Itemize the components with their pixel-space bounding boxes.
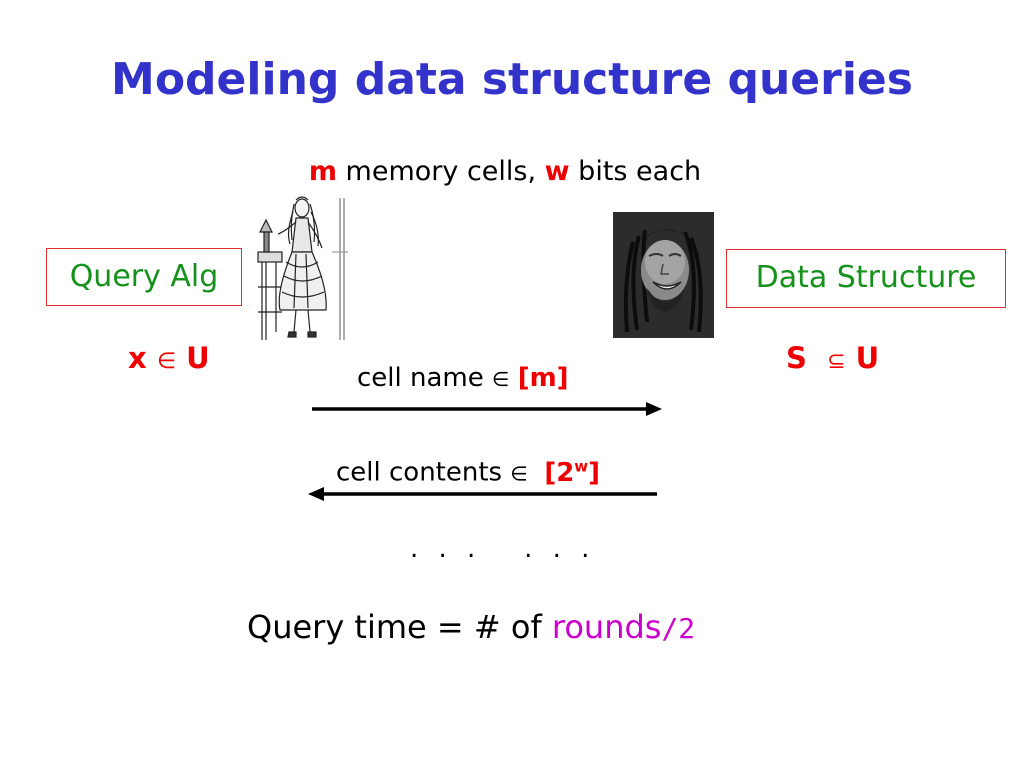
cell-contents-label: cell contents — [336, 457, 511, 488]
cell-contents-message: cell contents ∈ [2w] — [336, 449, 600, 491]
query-time-formula: Query time = # of rounds/2 — [247, 605, 695, 651]
cell-contents-range: [2w] — [544, 457, 601, 488]
universe-set: U — [186, 341, 210, 375]
alice-illustration — [256, 192, 348, 342]
universe-set: U — [855, 341, 880, 375]
query-algorithm-box: Query Alg — [46, 248, 242, 306]
subset-symbol: ⊆ — [827, 349, 846, 374]
w-variable: w — [544, 156, 570, 187]
cell-contents-exponent: w — [574, 457, 589, 475]
left-arrowhead — [308, 487, 324, 501]
cell-name-label: cell name — [357, 363, 493, 393]
data-structure-box: Data Structure — [726, 249, 1006, 308]
data-domain: S ⊆ U — [786, 340, 879, 380]
rounds-divisor: /2 — [661, 612, 696, 645]
bob-marley-photo — [613, 212, 714, 338]
query-domain: x ∈ U — [128, 340, 210, 380]
query-time-prefix: Query time = # of — [247, 608, 552, 646]
element-of-symbol: ∈ — [510, 461, 528, 486]
query-variable: x — [128, 341, 147, 375]
memory-description: m memory cells, w bits each — [0, 154, 1010, 190]
slide-title: Modeling data structure queries — [111, 54, 913, 105]
memory-cells-text: memory cells, — [336, 156, 545, 187]
element-of-symbol: ∈ — [492, 367, 510, 391]
element-of-symbol: ∈ — [156, 349, 176, 374]
cell-name-message: cell name ∈ [m] — [357, 361, 569, 396]
cell-name-range: [m] — [517, 363, 569, 393]
ellipsis: . . . . . . — [410, 534, 596, 564]
right-arrowhead — [646, 402, 662, 416]
bits-each-text: bits each — [569, 156, 702, 187]
m-variable: m — [308, 156, 337, 187]
set-variable: S — [786, 341, 807, 375]
rounds-word: rounds — [551, 608, 662, 646]
